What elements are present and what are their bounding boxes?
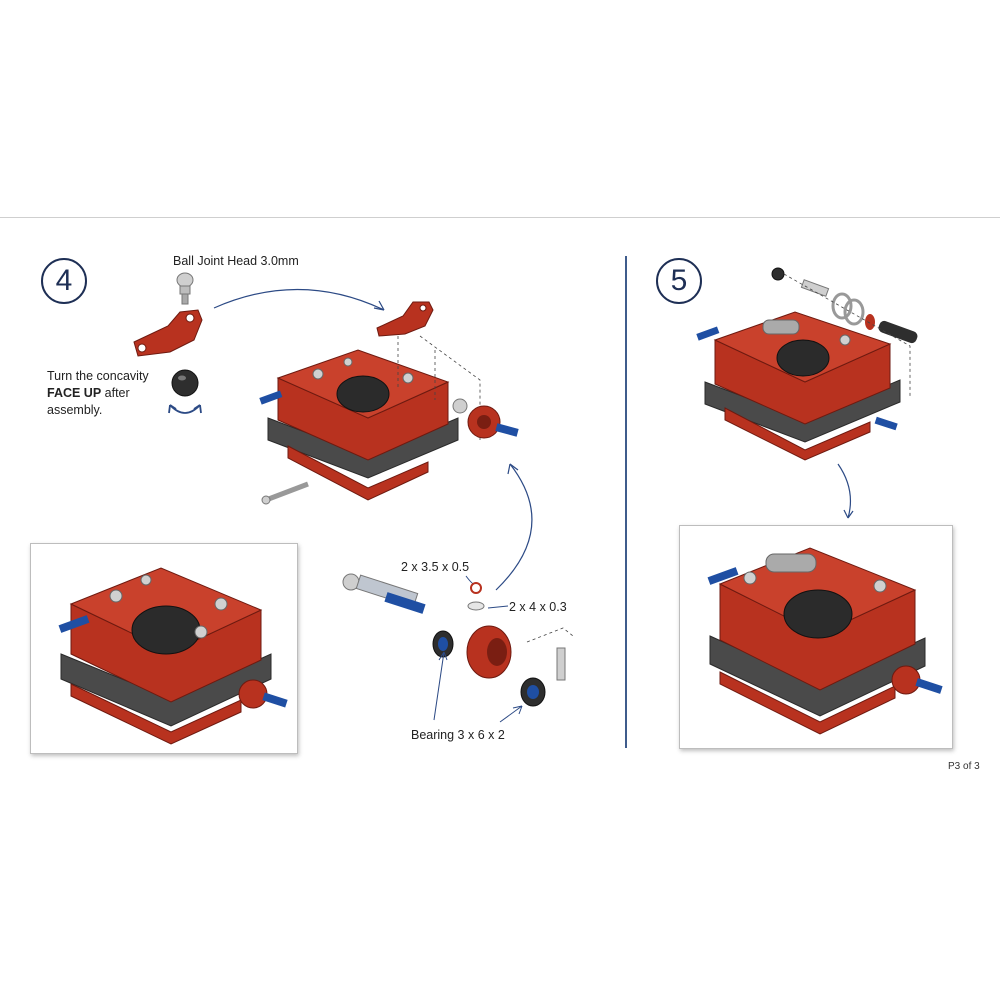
red-arm-small-icon (376, 301, 434, 337)
step-4-number: 4 (55, 264, 73, 297)
assembly-arrow-top (213, 288, 385, 311)
red-arm-part-icon (133, 309, 203, 357)
step-4-badge: 4 (41, 258, 87, 304)
top-rule (0, 217, 1000, 218)
ball-joint-head-icon (176, 272, 194, 305)
note-line-2: FACE UP after (47, 385, 177, 402)
note-line-1: Turn the concavity (47, 369, 149, 383)
page-number: P3 of 3 (948, 761, 980, 772)
washer-small-label: 2 x 3.5 x 0.5 (401, 560, 470, 574)
step-5-number: 5 (670, 264, 688, 297)
step-5-main-assembly (696, 311, 901, 461)
washer-pointer-icons (465, 575, 485, 611)
step-5-badge: 5 (656, 258, 702, 304)
ball-joint-head-label: Ball Joint Head 3.0mm (173, 254, 299, 268)
step-5-result-render (707, 547, 943, 735)
exploded-axle-parts (342, 573, 574, 707)
assembly-arrow-right (495, 463, 533, 591)
step-4-result-render (58, 567, 288, 745)
step-5-result-photo (679, 525, 953, 749)
note-face-up: FACE UP (47, 386, 102, 400)
step-5-down-arrow (837, 463, 854, 519)
step-4-main-assembly (259, 349, 459, 505)
step-divider (625, 256, 627, 748)
exploded-shock-parts (771, 267, 918, 396)
washer-large-label: 2 x 4 x 0.3 (509, 600, 567, 614)
note-line-3: assembly. (47, 403, 103, 417)
step-4-result-photo (30, 543, 298, 754)
ball-socket-rotate-icon (168, 369, 202, 414)
hub-part-icon (452, 398, 519, 439)
note-after: after (101, 386, 130, 400)
washer-large-pointer (487, 605, 509, 609)
bearing-pointers (433, 651, 523, 723)
bearing-label: Bearing 3 x 6 x 2 (411, 728, 505, 742)
concavity-note: Turn the concavity FACE UP after assembl… (47, 368, 177, 419)
